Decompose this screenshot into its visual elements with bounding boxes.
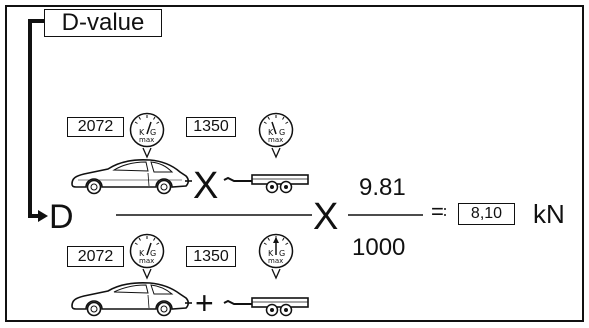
gauge-unit-left: K — [268, 249, 274, 258]
top-trailer-weight-box: 1350 — [186, 117, 236, 137]
bottom-car-gauge-icon: K G max — [129, 233, 165, 269]
bottom-trailer-weight-box: 1350 — [186, 246, 236, 267]
top-car-icon — [71, 158, 192, 195]
multiply-operator-top: X — [193, 165, 219, 207]
gauge-sub: max — [268, 257, 283, 265]
gauge-unit-right: G — [150, 249, 156, 258]
top-trailer-gauge-stem — [271, 147, 281, 159]
equals-operator: = — [431, 199, 444, 224]
top-car-gauge-stem — [142, 147, 152, 159]
gauge-unit-right: G — [150, 128, 156, 137]
fraction-denominator: 1000 — [352, 234, 406, 261]
gauge-unit-right: G — [279, 128, 285, 137]
multiply-operator-main: X — [313, 196, 339, 238]
gauge-sub: max — [139, 257, 154, 265]
title-box: D-value — [44, 9, 162, 37]
gauge-sub: max — [268, 136, 283, 144]
gauge-unit-right: G — [279, 249, 285, 258]
fraction-numerator: 9.81 — [359, 174, 406, 201]
top-car-gauge-icon: K G max — [129, 112, 165, 148]
bottom-car-gauge-stem — [142, 268, 152, 280]
bottom-trailer-gauge-stem — [271, 268, 281, 280]
bottom-trailer-gauge-icon: K G max — [258, 233, 294, 269]
plus-operator: + — [195, 285, 214, 321]
result-value-box: 8,10 — [458, 203, 515, 225]
top-trailer-icon — [223, 174, 309, 194]
gauge-sub: max — [139, 136, 154, 144]
bottom-trailer-icon — [223, 297, 309, 317]
bottom-car-weight-box: 2072 — [67, 246, 124, 267]
result-unit: kN — [533, 199, 565, 229]
gauge-unit-left: K — [268, 128, 274, 137]
diagram-frame — [5, 5, 584, 322]
top-car-weight-box: 2072 — [67, 117, 124, 137]
bottom-car-icon — [71, 281, 192, 317]
gauge-unit-left: K — [139, 128, 145, 137]
gauge-unit-left: K — [139, 249, 145, 258]
top-trailer-gauge-icon: K G max — [258, 112, 294, 148]
d-symbol: D — [49, 198, 74, 236]
